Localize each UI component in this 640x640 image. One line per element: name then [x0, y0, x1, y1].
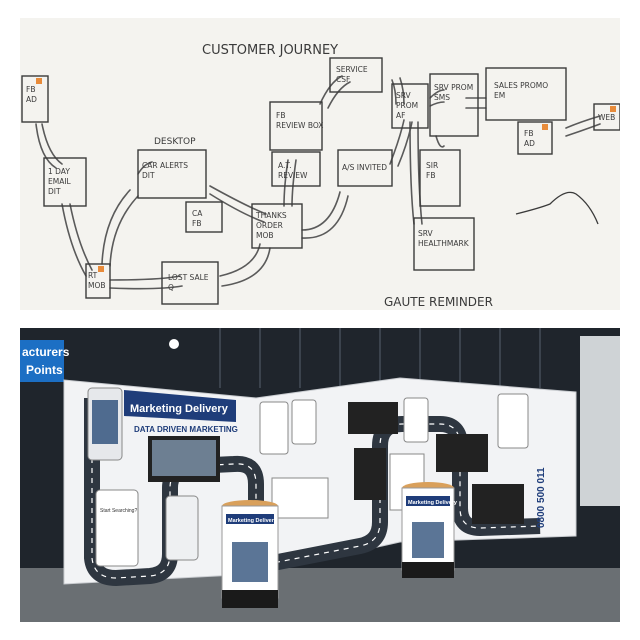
monitor-mockup [436, 434, 488, 472]
exhibition-photo: acturers Points Marketing Delivery DATA … [20, 328, 620, 622]
node-label-thanks-order: THANKS [255, 211, 287, 220]
node-label-car-alerts: DIT [142, 171, 155, 180]
node-label-thanks-order: ORDER [256, 221, 283, 230]
node-label-srv-prom-af: SRV [396, 91, 412, 100]
whiteboard-sketch: CUSTOMER JOURNEY DESKTOP GAUTE REMINDER … [20, 18, 620, 310]
node-label-sir-fb: FB [426, 171, 435, 180]
node-label-fb-ad-left: AD [26, 95, 37, 104]
node-label-srv-prom-sms: SMS [434, 93, 450, 102]
whiteboard-photo: CUSTOMER JOURNEY DESKTOP GAUTE REMINDER … [20, 18, 620, 310]
node-label-day-email: DIT [48, 187, 61, 196]
phone-mockup [498, 394, 528, 448]
node-label-service-csf: CSF [336, 75, 350, 84]
node-label-sales-promo: SALES PROMO [494, 81, 548, 90]
phone-mockup [96, 490, 138, 566]
podium-screen [232, 542, 268, 582]
tablet-mockup [354, 448, 386, 500]
node-label-lost-sale: Q [168, 283, 174, 292]
exhibition-scene: acturers Points Marketing Delivery DATA … [20, 328, 620, 622]
node-label-fb-ad-left: FB [26, 85, 35, 94]
banner-title: Marketing Delivery [130, 403, 229, 415]
node-label-thanks-order: MOB [256, 231, 274, 240]
node-label-fb-ad-right: FB [524, 129, 533, 138]
footer-label: GAUTE REMINDER [384, 295, 493, 309]
phone-prompt: Start Searching? [100, 508, 137, 514]
node-label-srv-prom-af: PROM [396, 101, 418, 110]
node-label-srv-healthmark: SRV [418, 229, 434, 238]
node-label-sir-fb: SIR [426, 161, 438, 170]
node-label-ca-fb: FB [192, 219, 201, 228]
hall-sign-line1: acturers [22, 345, 70, 359]
desktop-label: DESKTOP [154, 137, 196, 147]
node-label-car-alerts: CAR ALERTS [142, 161, 188, 170]
orange-mark [36, 78, 42, 84]
node-label-srv-prom-sms: SRV PROM [434, 83, 473, 92]
phone-mockup [292, 400, 316, 444]
side-pillar [580, 336, 620, 506]
node-label-service-csf: SERVICE [336, 65, 368, 74]
monitor-mockup [472, 484, 524, 524]
podium-label-right: Marketing Delivery [408, 500, 458, 506]
node-label-ca-fb: CA [192, 209, 203, 218]
browser-mockup [272, 478, 328, 518]
node-label-fb-ad-right: AD [524, 139, 535, 148]
podium-base [402, 562, 454, 578]
node-label-sales-promo: EM [494, 91, 505, 100]
node-label-srv-prom-af: AF [396, 111, 405, 120]
monitor-mockup [348, 402, 398, 434]
phone-mockup [260, 402, 288, 454]
node-label-lost-sale: LOST SALE [168, 273, 209, 282]
node-label-web: WEB [598, 113, 615, 122]
phone-mockup [166, 496, 198, 560]
ceiling-light [169, 339, 179, 349]
podium-screen [412, 522, 444, 558]
node-label-day-email: 1 DAY [48, 167, 70, 176]
orange-mark [98, 266, 104, 272]
phone-mockup [404, 398, 428, 442]
node-label-als-invited: A/S INVITED [342, 163, 387, 172]
node-label-rt-mob: MOB [88, 281, 106, 290]
banner-subtitle: DATA DRIVEN MARKETING [134, 425, 238, 434]
podium-label-left: Marketing Delivery [228, 518, 278, 524]
node-label-fb-review-box: REVIEW BOX [276, 121, 323, 130]
phone-screen [92, 400, 118, 444]
node-label-srv-healthmark: HEALTHMARK [418, 239, 470, 248]
podium-left: Marketing Delivery [222, 500, 278, 608]
board-heading: CUSTOMER JOURNEY [202, 43, 338, 58]
monitor-screen [152, 440, 216, 476]
hall-sign-line2: Points [26, 363, 63, 377]
orange-mark [610, 106, 616, 112]
node-label-rt-mob: RT [88, 271, 98, 280]
orange-mark [542, 124, 548, 130]
podium-base [222, 590, 278, 608]
podium-right: Marketing Delivery [402, 482, 458, 578]
node-label-day-email: EMAIL [48, 177, 72, 186]
node-label-at-review: A.T. [278, 161, 291, 170]
node-label-at-review: REVIEW [278, 171, 308, 180]
side-number: 0800 500 011 [536, 467, 547, 528]
node-label-fb-review-box: FB [276, 111, 285, 120]
